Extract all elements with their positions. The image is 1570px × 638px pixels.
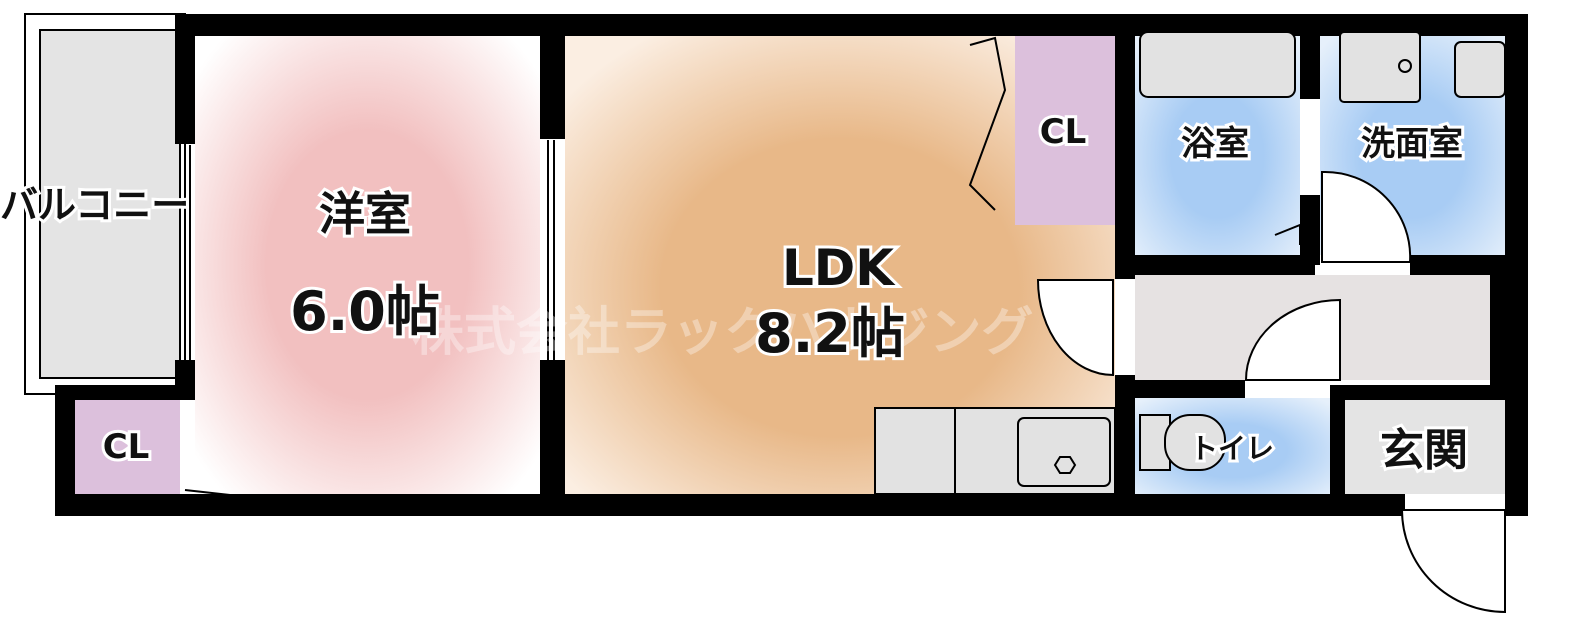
kitchen-sink <box>1017 417 1111 487</box>
watermark: 株式会社ラックハウジング <box>412 303 1033 363</box>
bathtub <box>1139 31 1296 98</box>
western-room-floor <box>195 36 540 494</box>
closet-ldk-label: CL <box>1040 112 1087 152</box>
closet-western-label: CL <box>103 427 150 467</box>
washing-machine <box>1339 31 1421 103</box>
closet-western <box>75 400 180 494</box>
bathroom-label: 浴室 <box>1181 124 1249 164</box>
balcony-label: バルコニー <box>0 183 189 227</box>
closet-ldk <box>1015 36 1115 225</box>
walls <box>55 14 1528 516</box>
sink <box>1454 41 1506 98</box>
ldk-name: LDK <box>782 239 896 297</box>
toilet-label: トイレ <box>1190 432 1274 465</box>
washroom-label: 洗面室 <box>1361 124 1463 164</box>
balcony <box>24 13 186 395</box>
doors <box>184 36 1506 614</box>
entrance-floor <box>1345 400 1505 494</box>
western-room-name: 洋室 <box>319 187 411 241</box>
ldk-size: 8.2帖 <box>755 302 905 365</box>
western-room-size: 6.0帖 <box>290 280 440 343</box>
entrance-label: 玄関 <box>1380 425 1468 476</box>
fixtures <box>874 31 1506 495</box>
